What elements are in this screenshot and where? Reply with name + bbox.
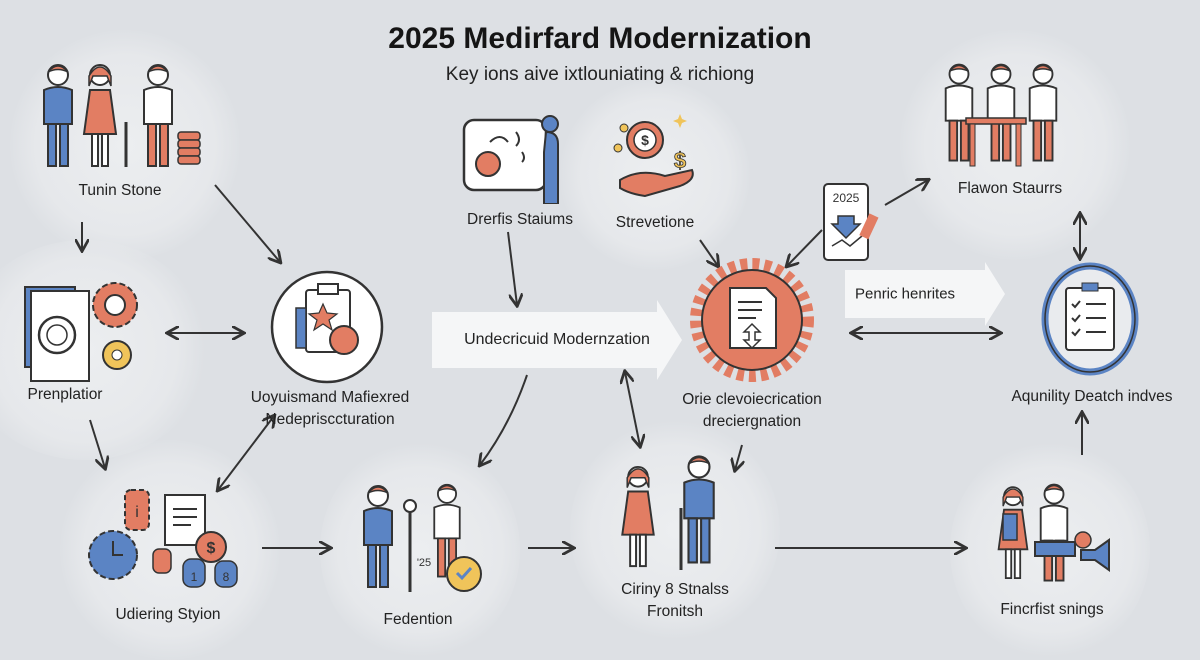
arrow-drerfis-to-undecricuid bbox=[507, 231, 517, 305]
arrow-calendar-to-flawon bbox=[884, 180, 928, 206]
arrow-calendar-to-gear bbox=[787, 229, 823, 266]
tunin-stone-label: Tunin Stone bbox=[78, 182, 162, 199]
svg-text:$: $ bbox=[641, 132, 649, 148]
svg-text:'25: '25 bbox=[417, 557, 431, 569]
ciriny-label-line1: Ciriny 8 Stnalss bbox=[621, 581, 729, 598]
arrow-undecricuid-to-fedention bbox=[480, 374, 528, 465]
undecricuid-label: Undecricuid Modernzation bbox=[464, 331, 650, 348]
arrow-udiering-uoyuismand bbox=[218, 416, 274, 490]
whiteboard-presenter-icon bbox=[462, 115, 559, 204]
udiering-label: Udiering Styion bbox=[115, 606, 221, 623]
checklist-ring-icon bbox=[1041, 262, 1139, 376]
penric-label: Penric henrites bbox=[855, 285, 956, 303]
scroll-gear-icon bbox=[24, 282, 138, 382]
svg-text:$: $ bbox=[207, 540, 216, 557]
arrow-prenplatior-to-udiering bbox=[89, 419, 105, 468]
svg-text:1: 1 bbox=[191, 570, 198, 584]
people-desk-speaker-icon bbox=[997, 483, 1110, 582]
halo-ciriny bbox=[570, 420, 780, 640]
arrow-tunin-to-uoyuismand bbox=[214, 184, 280, 262]
svg-text:i: i bbox=[135, 504, 139, 521]
handshake-people-icon bbox=[621, 455, 715, 570]
fedention-label: Fedention bbox=[383, 611, 453, 628]
arrow-gear-to-ciriny bbox=[735, 444, 742, 470]
strevetione-label: Strevetione bbox=[615, 214, 695, 231]
flawon-staurrs-label: Flawon Staurrs bbox=[957, 180, 1063, 197]
gear-document-icon bbox=[690, 258, 814, 382]
uoyuismand-label: Uoyuismand Mafiexred Nedeprisccturation bbox=[251, 387, 410, 431]
orie-label-line1: Orie clevoiecrication bbox=[682, 391, 822, 408]
uoyuismand-label-line1: Uoyuismand Mafiexred bbox=[250, 389, 410, 406]
fincrfist-label: Fincrfist snings bbox=[1000, 601, 1104, 618]
calendar-document-icon: 2025 bbox=[823, 183, 879, 261]
arrow-strevetione-to-gear bbox=[699, 239, 718, 266]
clock-clipboard-money-icon: i $ 1 8 bbox=[88, 489, 238, 588]
prenplatior-label: Prenplatior bbox=[27, 386, 103, 403]
drerfis-staiums-label: Drerfis Staiums bbox=[467, 211, 573, 228]
page-subtitle: Key ions aive ixtlouniating & richiong bbox=[445, 64, 755, 85]
big-arrow-shape bbox=[432, 300, 682, 380]
people-badge-icon: '25 bbox=[362, 483, 482, 592]
big-arrow-shape bbox=[845, 262, 1005, 326]
money-hand-icon: $ $ bbox=[613, 114, 694, 198]
penric-arrow-box: Penric henrites bbox=[845, 262, 1005, 326]
ciriny-label: Ciriny 8 Stnalss Fronitsh bbox=[621, 579, 729, 623]
svg-text:$: $ bbox=[674, 148, 686, 173]
orie-label: Orie clevoiecrication dreciergnation bbox=[682, 389, 822, 433]
svg-text:8: 8 bbox=[223, 570, 230, 584]
ciriny-label-line2: Fronitsh bbox=[647, 603, 703, 620]
orie-label-line2: dreciergnation bbox=[702, 413, 802, 430]
svg-text:2025: 2025 bbox=[833, 191, 860, 205]
uoyuismand-label-line2: Nedeprisccturation bbox=[265, 411, 395, 428]
arrow-undecricuid-ciriny bbox=[625, 372, 640, 446]
undecricuid-arrow-box: Undecricuid Modernzation bbox=[432, 300, 682, 380]
team-meeting-icon bbox=[944, 63, 1058, 167]
halo-flawon bbox=[900, 30, 1130, 260]
aqunility-label: Aqunility Deatch indves bbox=[1011, 388, 1173, 405]
people-group-icon bbox=[43, 64, 201, 167]
halo-fedention bbox=[320, 440, 520, 660]
clipboard-star-icon bbox=[270, 270, 384, 384]
page-title: 2025 Medirfard Modernization bbox=[388, 22, 812, 55]
